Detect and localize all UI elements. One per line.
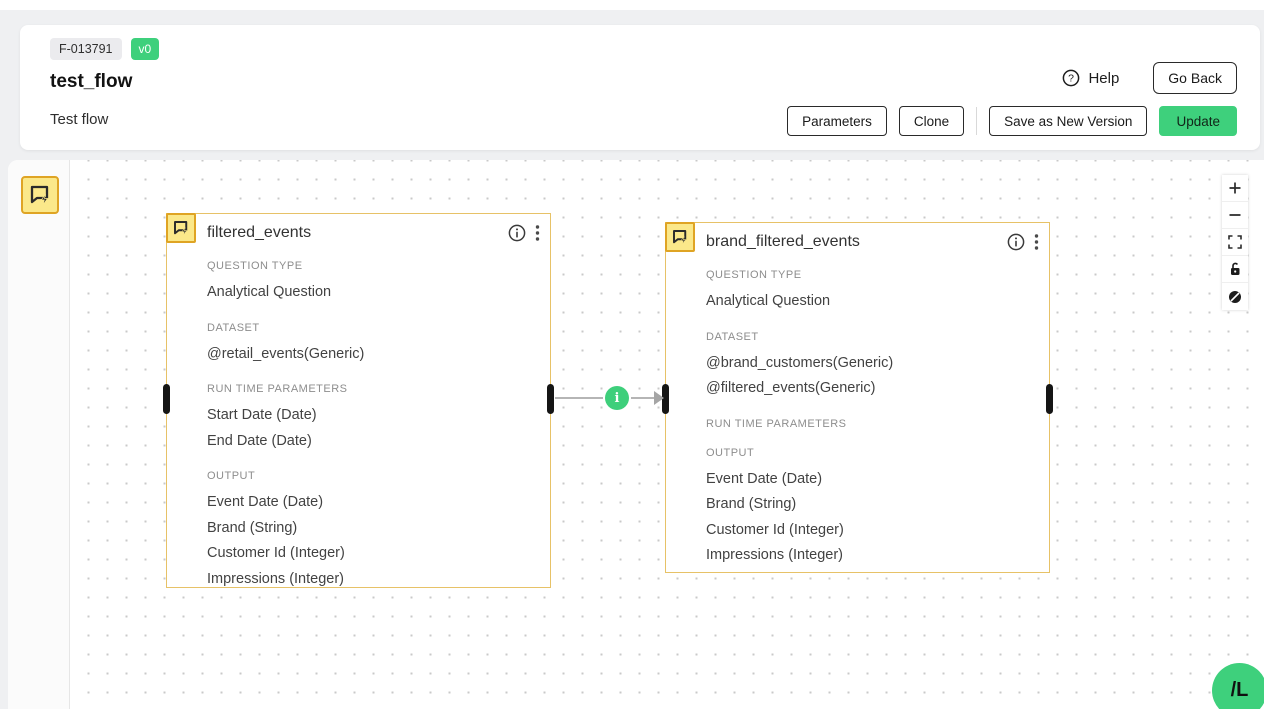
section-value: Event Date (Date) <box>706 470 823 487</box>
node-section: OUTPUT Event Date (Date) Brand (String) … <box>706 447 1033 569</box>
section-label: OUTPUT <box>207 470 256 482</box>
section-value: Customer Id (Integer) <box>207 545 345 561</box>
top-strip <box>0 0 1264 10</box>
node-section: OUTPUT Event Date (Date) Brand (String) … <box>207 470 534 592</box>
section-label: QUESTION TYPE <box>207 260 303 272</box>
node-title: filtered_events <box>207 223 312 241</box>
zoom-in-button[interactable] <box>1222 175 1248 202</box>
section-value: @filtered_events(Generic) <box>706 380 876 396</box>
save-as-new-version-button[interactable]: Save as New Version <box>989 106 1148 136</box>
button-divider <box>976 107 978 135</box>
zoom-out-button[interactable] <box>1222 202 1248 229</box>
node-section: DATASET @brand_customers(Generic) @filte… <box>706 331 1033 402</box>
flow-node-brand-filtered-events[interactable]: brand_filtered_events QUESTION TYPE Anal… <box>662 222 1053 573</box>
chat-bolt-icon <box>28 183 52 207</box>
output-port[interactable] <box>547 384 554 414</box>
badge-row: F-013791 v0 <box>50 38 160 60</box>
node-section: RUN TIME PARAMETERS Start Date (Date) En… <box>207 383 534 454</box>
kebab-menu-icon[interactable] <box>535 224 540 242</box>
section-label: OUTPUT <box>706 446 755 459</box>
section-label: QUESTION TYPE <box>706 269 802 281</box>
section-value: Impressions (Integer) <box>706 547 843 563</box>
node-info-icon[interactable] <box>508 224 526 242</box>
node-section: QUESTION TYPE Analytical Question <box>207 260 534 306</box>
edge-line <box>631 397 655 399</box>
edge-info-icon[interactable]: i <box>605 386 629 410</box>
page-subtitle: Test flow <box>50 111 109 128</box>
prohibit-icon <box>1229 290 1241 303</box>
question-node-icon <box>166 213 196 243</box>
svg-text:?: ? <box>1069 73 1075 85</box>
fab-label: /L <box>1230 679 1249 701</box>
section-value: Brand (String) <box>706 496 797 512</box>
update-button[interactable]: Update <box>1159 106 1237 136</box>
parameters-button[interactable]: Parameters <box>787 106 887 136</box>
node-section: QUESTION TYPE Analytical Question <box>706 269 1033 315</box>
edge-arrowhead-icon <box>654 391 664 405</box>
question-node-tool-button[interactable] <box>21 176 59 214</box>
plus-icon <box>1229 182 1241 194</box>
question-node-icon <box>665 222 695 252</box>
edge-line <box>555 397 603 399</box>
section-label: RUN TIME PARAMETERS <box>207 383 348 395</box>
node-info-icon[interactable] <box>1007 233 1025 251</box>
input-port[interactable] <box>662 384 669 414</box>
clone-button[interactable]: Clone <box>898 106 965 136</box>
node-section: DATASET @retail_events(Generic) <box>207 322 534 368</box>
section-value: Start Date (Date) <box>207 407 317 423</box>
interactivity-button[interactable] <box>1222 283 1248 310</box>
section-value: Event Date (Date) <box>207 494 324 510</box>
section-value: Impressions (Integer) <box>207 570 344 587</box>
kebab-menu-icon[interactable] <box>1034 233 1039 251</box>
help-question-icon: ? <box>1062 69 1080 87</box>
version-badge: v0 <box>130 38 160 60</box>
section-value: Analytical Question <box>706 293 831 309</box>
node-palette-rail <box>8 160 70 709</box>
output-port[interactable] <box>1046 384 1053 414</box>
canvas-controls <box>1222 175 1248 310</box>
lock-toggle-button[interactable] <box>1222 256 1248 283</box>
section-value: Customer Id (Integer) <box>706 521 844 538</box>
flow-header: F-013791 v0 test_flow Test flow ? Help G… <box>20 25 1260 150</box>
minus-icon <box>1229 214 1241 216</box>
flow-node-filtered-events[interactable]: filtered_events QUESTION TYPE Analytical… <box>163 213 554 588</box>
section-value: @brand_customers(Generic) <box>706 354 894 371</box>
fit-view-button[interactable] <box>1222 229 1248 256</box>
flow-id-badge: F-013791 <box>50 38 122 60</box>
section-label: DATASET <box>207 321 260 334</box>
section-value: End Date (Date) <box>207 432 312 449</box>
fit-view-icon <box>1228 235 1242 249</box>
page-title: test_flow <box>50 71 133 92</box>
section-value: Analytical Question <box>207 284 332 300</box>
node-title: brand_filtered_events <box>706 232 860 250</box>
section-value: @retail_events(Generic) <box>207 345 365 362</box>
go-back-button[interactable]: Go Back <box>1153 62 1237 94</box>
flow-editor: filtered_events QUESTION TYPE Analytical… <box>8 160 1264 709</box>
section-label: DATASET <box>706 330 759 343</box>
unlock-icon <box>1231 262 1240 275</box>
help-button[interactable]: ? Help <box>1062 69 1119 87</box>
assistant-fab-button[interactable]: /L <box>1212 663 1264 709</box>
input-port[interactable] <box>163 384 170 414</box>
help-label: Help <box>1088 69 1120 87</box>
section-value: Brand (String) <box>207 519 298 536</box>
node-section: RUN TIME PARAMETERS <box>706 418 1033 431</box>
section-label: RUN TIME PARAMETERS <box>706 417 847 430</box>
